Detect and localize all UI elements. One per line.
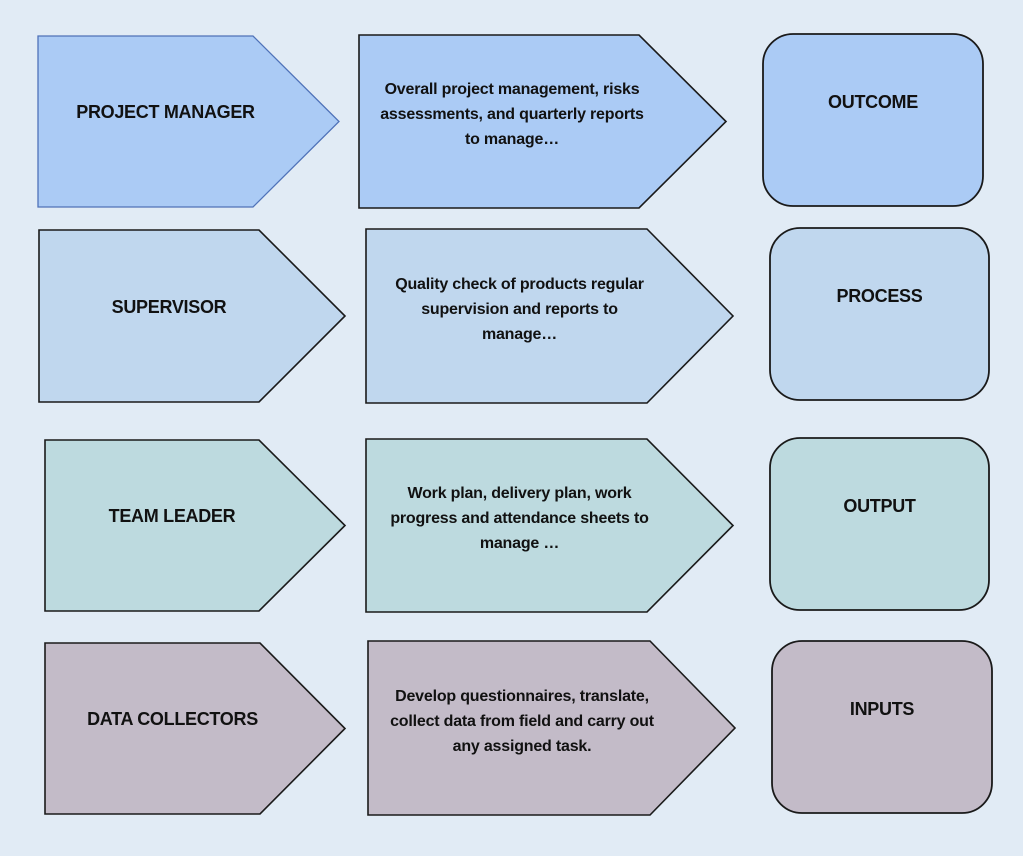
- level-label-outcome: OUTCOME: [828, 92, 918, 113]
- description-text-supervisor: Quality check of products regular superv…: [395, 275, 644, 343]
- role-label-data-collectors: DATA COLLECTORS: [87, 709, 258, 730]
- description-text-project-manager: Overall project management, risks assess…: [380, 81, 644, 149]
- level-shape-inputs: [771, 640, 993, 814]
- role-shape-team-leader: [44, 439, 347, 612]
- level-label-output: OUTPUT: [843, 496, 916, 517]
- role-shape-supervisor: [38, 229, 347, 403]
- level-label-inputs: INPUTS: [849, 699, 915, 720]
- role-label-team-leader: TEAM LEADER: [108, 506, 236, 527]
- role-shape-data-collectors: [44, 642, 347, 815]
- description-shape-team-leader: [365, 438, 735, 613]
- level-shape-process: [769, 227, 990, 401]
- role-shape-project-manager: [37, 35, 340, 208]
- level-label-process: PROCESS: [836, 286, 923, 307]
- description-text-team-leader: Work plan, delivery plan, work progress …: [390, 485, 649, 553]
- level-shape-outcome: [762, 33, 984, 207]
- role-label-supervisor: SUPERVISOR: [111, 296, 227, 317]
- role-label-project-manager: PROJECT MANAGER: [76, 102, 255, 123]
- description-shape-supervisor: [365, 228, 735, 404]
- description-text-data-collectors: Develop questionnaires, translate, colle…: [390, 687, 654, 755]
- description-shape-project-manager: [358, 34, 728, 209]
- level-shape-output: [769, 437, 990, 611]
- description-shape-data-collectors: [367, 640, 737, 816]
